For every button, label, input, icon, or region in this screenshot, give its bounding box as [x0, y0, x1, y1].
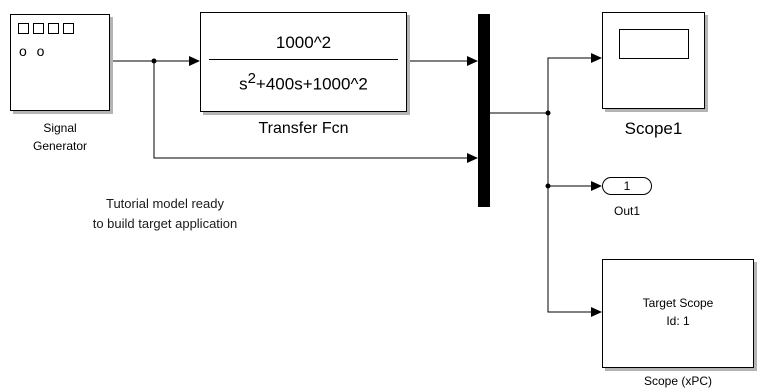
arrowhead-target-scope-in [591, 307, 602, 317]
target-scope-label[interactable]: Scope (xPC) [643, 374, 713, 388]
branch-point [545, 183, 551, 189]
mux-block[interactable] [478, 14, 490, 207]
signal-line-to-target-scope[interactable] [547, 186, 592, 313]
signal-line-to-scope1[interactable] [547, 57, 592, 113]
signal-generator-label[interactable]: Signal Generator [32, 121, 88, 153]
arrowhead-scope1-in [591, 53, 602, 63]
square-wave-icon [18, 23, 74, 34]
target-scope-block[interactable]: Target Scope Id: 1 [602, 259, 754, 368]
target-scope-text: Target Scope Id: 1 [642, 296, 714, 328]
arrowhead-out1-in [591, 181, 602, 191]
branch-point [545, 110, 551, 116]
transfer-fcn-denominator: s2+400s+1000^2 [239, 70, 368, 94]
signal-line-branch-to-mux[interactable] [153, 61, 470, 159]
arrowhead-mux-in2 [467, 153, 478, 163]
out1-port[interactable]: 1 [602, 177, 652, 195]
fraction-bar [209, 59, 398, 60]
out1-label[interactable]: Out1 [613, 204, 640, 218]
scope1-label[interactable]: Scope1 [624, 119, 683, 138]
scope1-block[interactable] [602, 12, 705, 109]
signal-line-to-out1[interactable] [547, 113, 592, 187]
signal-generator-block[interactable]: o o [10, 14, 110, 111]
transfer-fcn-block[interactable]: 1000^2 s2+400s+1000^2 [200, 12, 407, 112]
arrowhead-mux-in1 [467, 56, 478, 66]
model-annotation[interactable]: Tutorial model ready to build target app… [92, 196, 238, 231]
scope-screen-icon [619, 29, 689, 59]
branch-point [151, 58, 157, 64]
out1-port-number: 1 [623, 179, 631, 193]
transfer-fcn-label[interactable]: Transfer Fcn [258, 120, 349, 137]
sine-wave-icon: o o [19, 43, 48, 59]
arrowhead-tf-in [189, 56, 200, 66]
transfer-fcn-numerator: 1000^2 [275, 33, 332, 52]
